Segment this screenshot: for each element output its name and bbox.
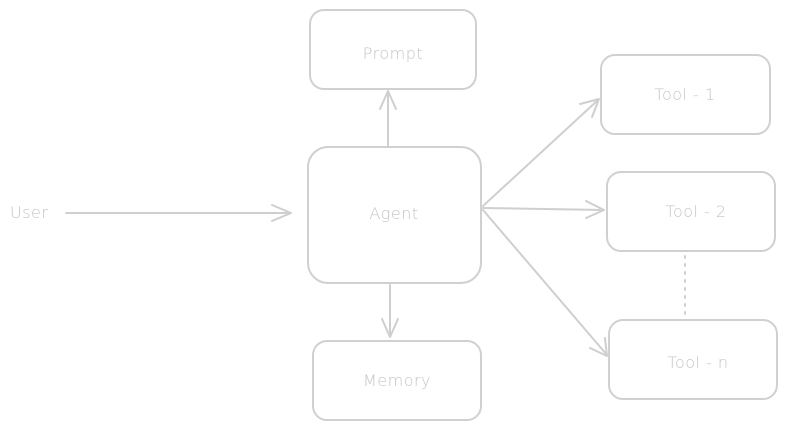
node-tooln: Tool - n	[608, 319, 778, 400]
edge-agent-tool1	[482, 98, 600, 207]
node-tooln-box	[608, 319, 778, 400]
edge-agent-memory	[381, 284, 399, 338]
node-prompt: Prompt	[309, 9, 477, 90]
node-memory-label: Memory	[363, 371, 431, 390]
node-user: User	[10, 203, 48, 222]
node-tool2-box	[606, 171, 776, 252]
node-user-label: User	[10, 203, 48, 222]
node-memory: Memory	[312, 340, 482, 421]
node-memory-box	[312, 340, 482, 421]
node-tool1-box	[600, 54, 771, 135]
edges	[65, 90, 686, 357]
node-tooln-label: Tool - n	[667, 353, 728, 372]
edge-user-agent	[65, 204, 292, 222]
node-tool2-label: Tool - 2	[665, 202, 726, 221]
node-tool2: Tool - 2	[606, 171, 776, 252]
node-tool1-label: Tool - 1	[654, 85, 715, 104]
node-agent-label: Agent	[369, 204, 418, 223]
node-prompt-label: Prompt	[363, 44, 423, 63]
node-prompt-box	[309, 9, 477, 90]
node-agent-box	[307, 146, 482, 284]
node-agent: Agent	[307, 146, 482, 284]
edge-agent-tooln	[482, 209, 608, 357]
edge-agent-tool2	[482, 200, 605, 219]
edge-agent-prompt	[379, 90, 397, 148]
node-tool1: Tool - 1	[600, 54, 771, 135]
